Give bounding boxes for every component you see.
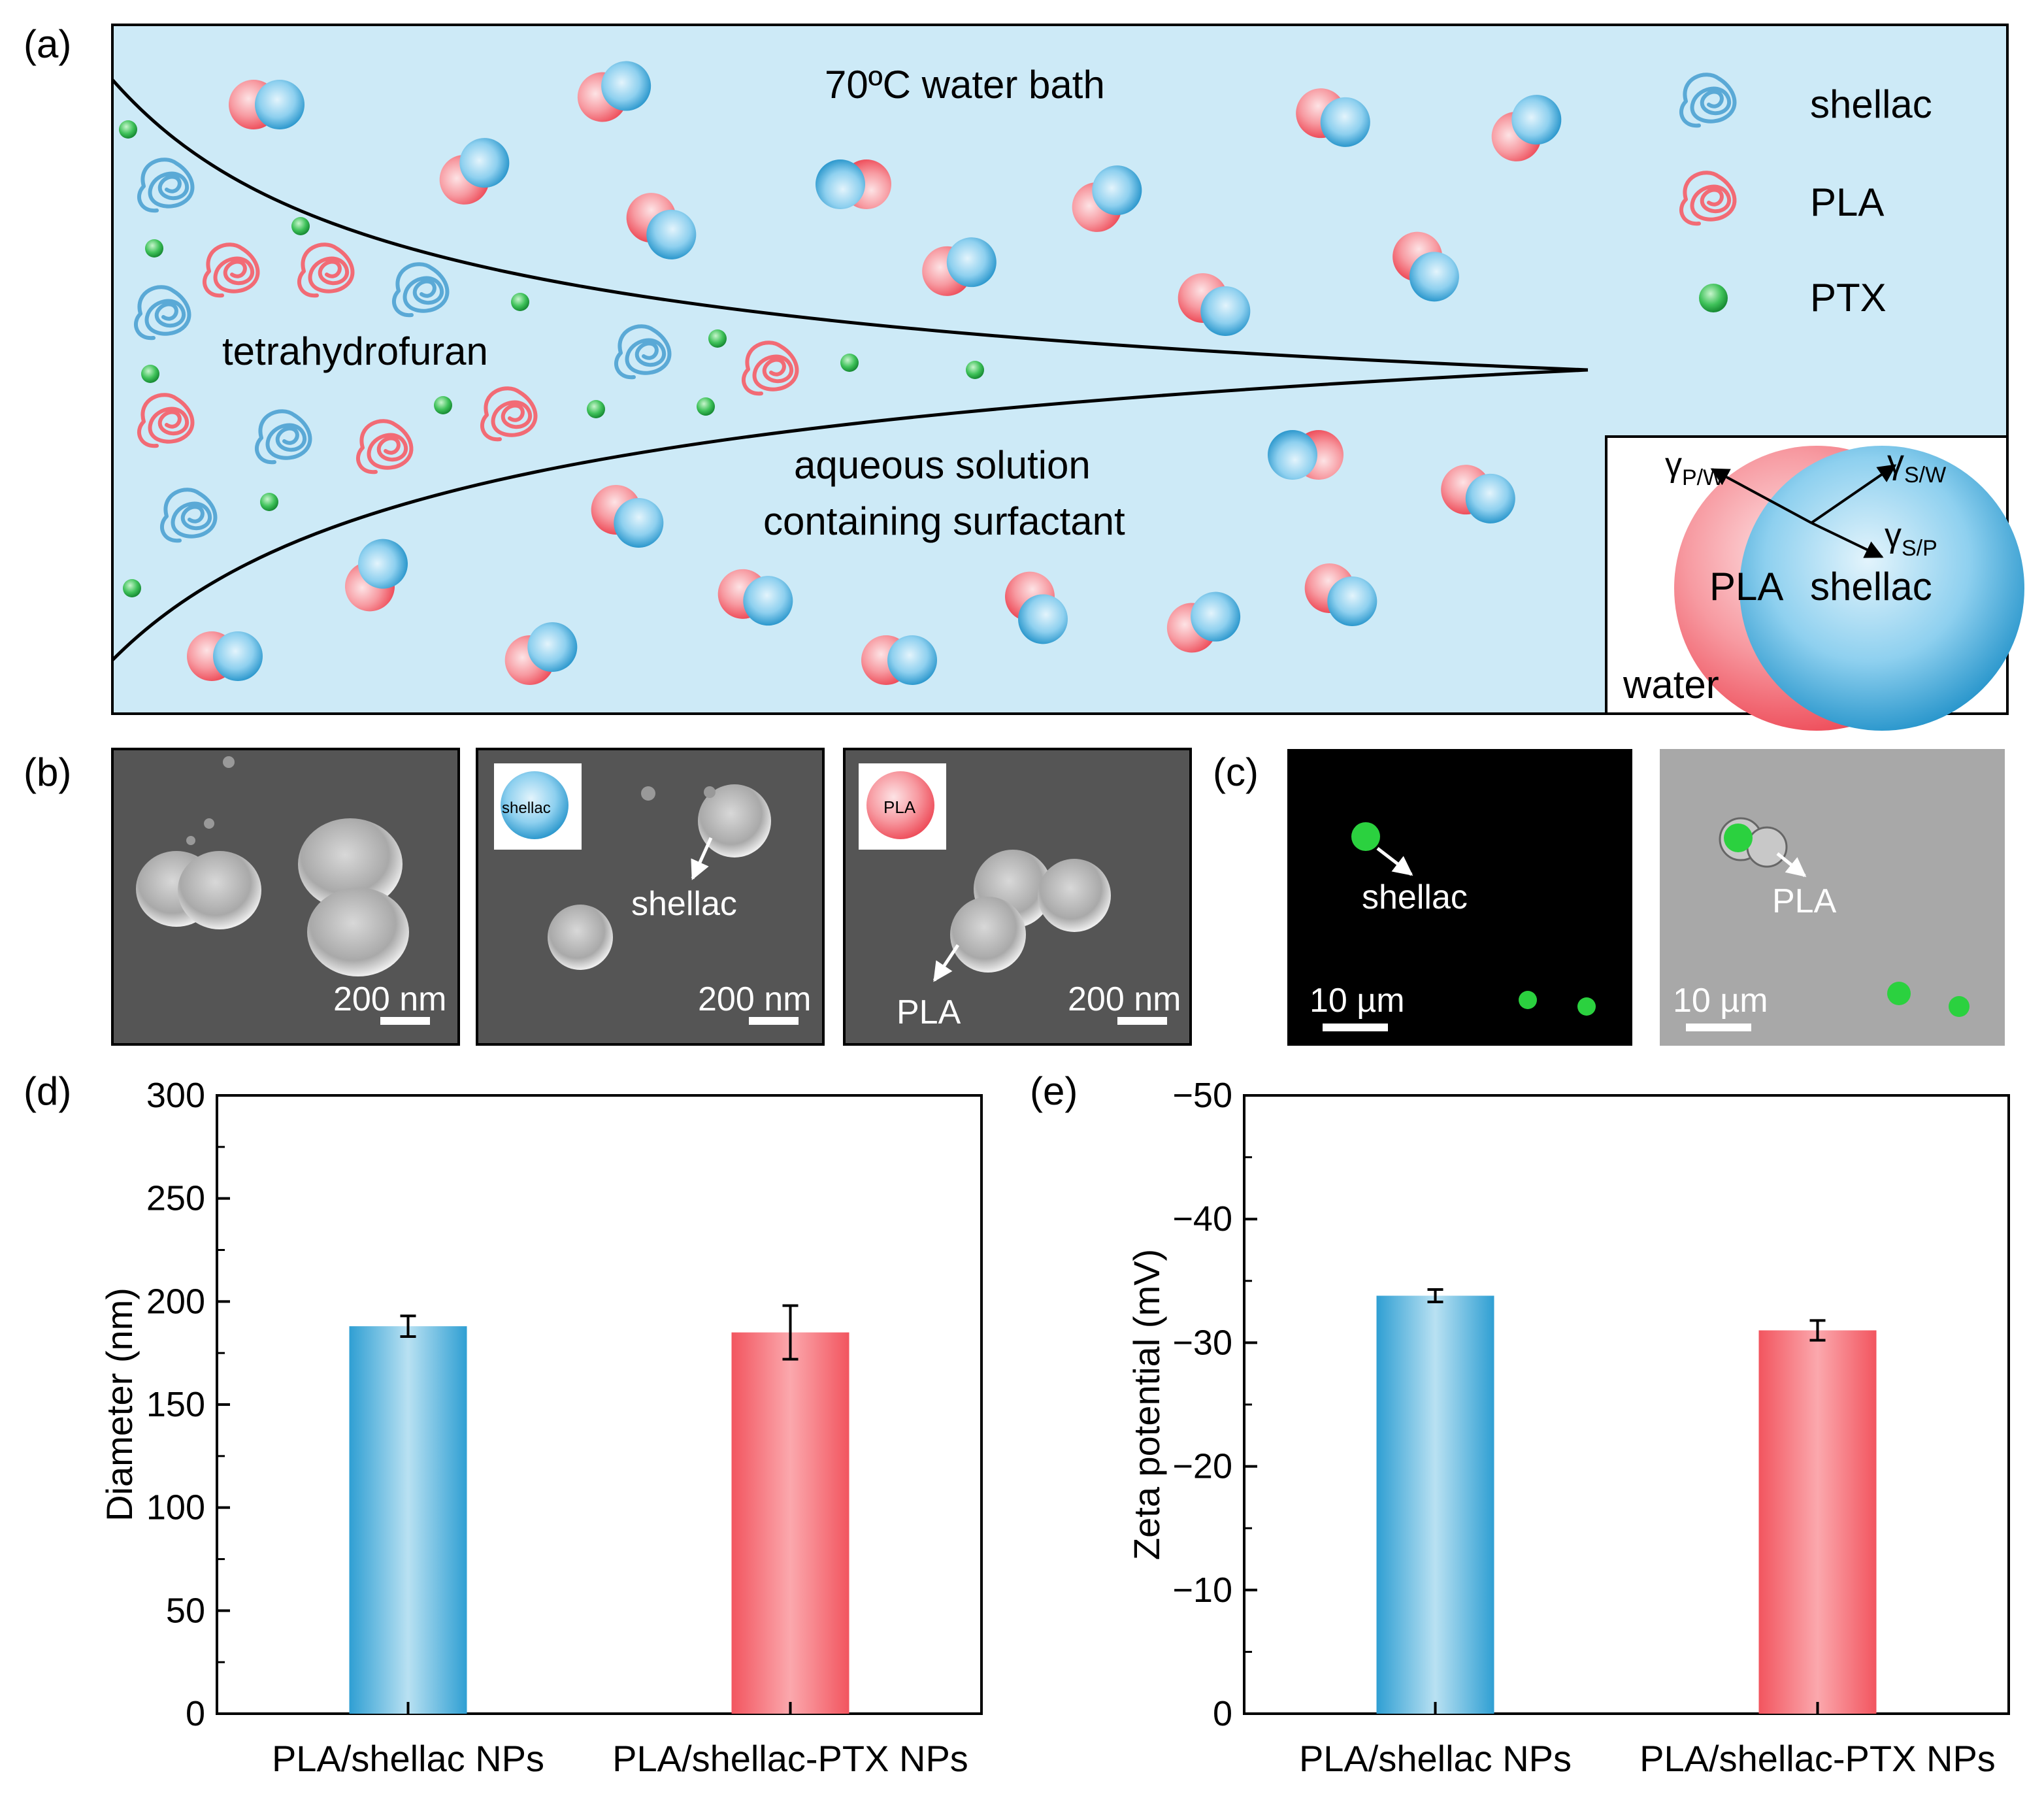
- panel-label-b: (b): [24, 750, 71, 794]
- sem-scale-1: 200 nm: [333, 980, 446, 1018]
- ptx-dots: [119, 120, 984, 597]
- gamma-pw: γP/W: [1665, 446, 1724, 490]
- sem-label-pla: PLA: [897, 993, 961, 1031]
- fluor-scale-1: 10 µm: [1310, 982, 1405, 1020]
- bar-2: [731, 1332, 849, 1714]
- gamma-sp: γS/P: [1885, 516, 1937, 561]
- panel-label-d: (d): [24, 1069, 71, 1113]
- y-tick-label: −30: [1172, 1323, 1232, 1362]
- solvent-label: tetrahydrofuran: [222, 329, 488, 373]
- solvent-stream-lower: [111, 368, 1589, 661]
- aqueous-label-line2: containing surfactant: [763, 499, 1125, 543]
- inset-shellac: shellac: [1810, 565, 1932, 608]
- fluor-label-shellac: shellac: [1362, 878, 1468, 916]
- panel-label-e: (e): [1030, 1069, 1078, 1113]
- y-tick-label: 250: [146, 1179, 205, 1218]
- panel-label-c: (c): [1213, 750, 1259, 794]
- sem-label-shellac: shellac: [631, 885, 737, 923]
- y-tick-label: 100: [146, 1488, 205, 1527]
- schematic-panel: 70ºC water bath tetrahydrofuran aqueous …: [111, 24, 2024, 731]
- sem-image-janus: 200 nm: [111, 748, 460, 1046]
- y-tick-label: 0: [1213, 1694, 1232, 1733]
- schematic-legend: shellac PLA PTX: [1681, 75, 1932, 320]
- bar-2: [1758, 1330, 1877, 1714]
- bar-1: [349, 1326, 467, 1714]
- interfacial-tension-inset: γP/W γS/W γS/P PLA shellac water: [1605, 435, 2024, 731]
- x-tick-label: PLA/shellac NPs: [272, 1738, 544, 1779]
- plot-frame: [216, 1094, 983, 1715]
- inset-water: water: [1623, 663, 1719, 707]
- legend-pla: PLA: [1810, 180, 1884, 224]
- fluor-image-bright: PLA 10 µm: [1660, 749, 2005, 1046]
- y-tick-label: 50: [166, 1591, 205, 1630]
- x-tick-label: PLA/shellac NPs: [1299, 1738, 1572, 1779]
- y-tick-label: −20: [1172, 1447, 1232, 1486]
- gamma-sw: γS/W: [1887, 443, 1946, 488]
- inset-pla: PLA: [1709, 565, 1783, 608]
- sem-inset-pla: PLA: [883, 797, 916, 817]
- fluor-scale-2: 10 µm: [1673, 982, 1768, 1020]
- fluorescence-panel: shellac 10 µm PLA 10 µm: [1287, 749, 2005, 1046]
- sem-scale-2: 200 nm: [698, 980, 811, 1018]
- plot-frame: [1243, 1094, 2010, 1715]
- sem-image-pla-etched: PLA PLA 200 nm: [843, 748, 1192, 1046]
- y-axis-label: Diameter (nm): [99, 1288, 140, 1522]
- fluor-label-pla: PLA: [1772, 882, 1837, 920]
- sem-image-shellac-etched: shellac shellac 200 nm: [476, 748, 825, 1046]
- y-tick-label: 200: [146, 1282, 205, 1321]
- sem-inset-shellac: shellac: [502, 799, 551, 817]
- y-tick-label: 0: [186, 1694, 205, 1733]
- aqueous-label-line1: aqueous solution: [794, 443, 1091, 487]
- y-tick-label: 300: [146, 1076, 205, 1115]
- y-tick-label: 150: [146, 1385, 205, 1424]
- panel-label-a: (a): [24, 22, 71, 66]
- sem-scale-3: 200 nm: [1068, 980, 1181, 1018]
- bath-title: 70ºC water bath: [825, 63, 1105, 107]
- x-tick-label: PLA/shellac-PTX NPs: [1640, 1738, 1996, 1779]
- y-axis-label: Zeta potential (mV): [1126, 1249, 1167, 1560]
- sem-panel: 200 nm shellac shellac 200 nm PLA P: [111, 748, 1192, 1046]
- legend-ptx: PTX: [1810, 276, 1887, 320]
- y-tick-label: −10: [1172, 1571, 1232, 1610]
- ptx-dot-icon: [1699, 284, 1728, 312]
- fluor-image-dark: shellac 10 µm: [1287, 749, 1632, 1046]
- bar-1: [1376, 1295, 1494, 1714]
- y-tick-label: −40: [1172, 1199, 1232, 1239]
- legend-shellac: shellac: [1810, 82, 1932, 126]
- y-tick-label: −50: [1172, 1076, 1232, 1115]
- x-tick-label: PLA/shellac-PTX NPs: [612, 1738, 968, 1779]
- solvent-stream-upper: [111, 78, 1589, 372]
